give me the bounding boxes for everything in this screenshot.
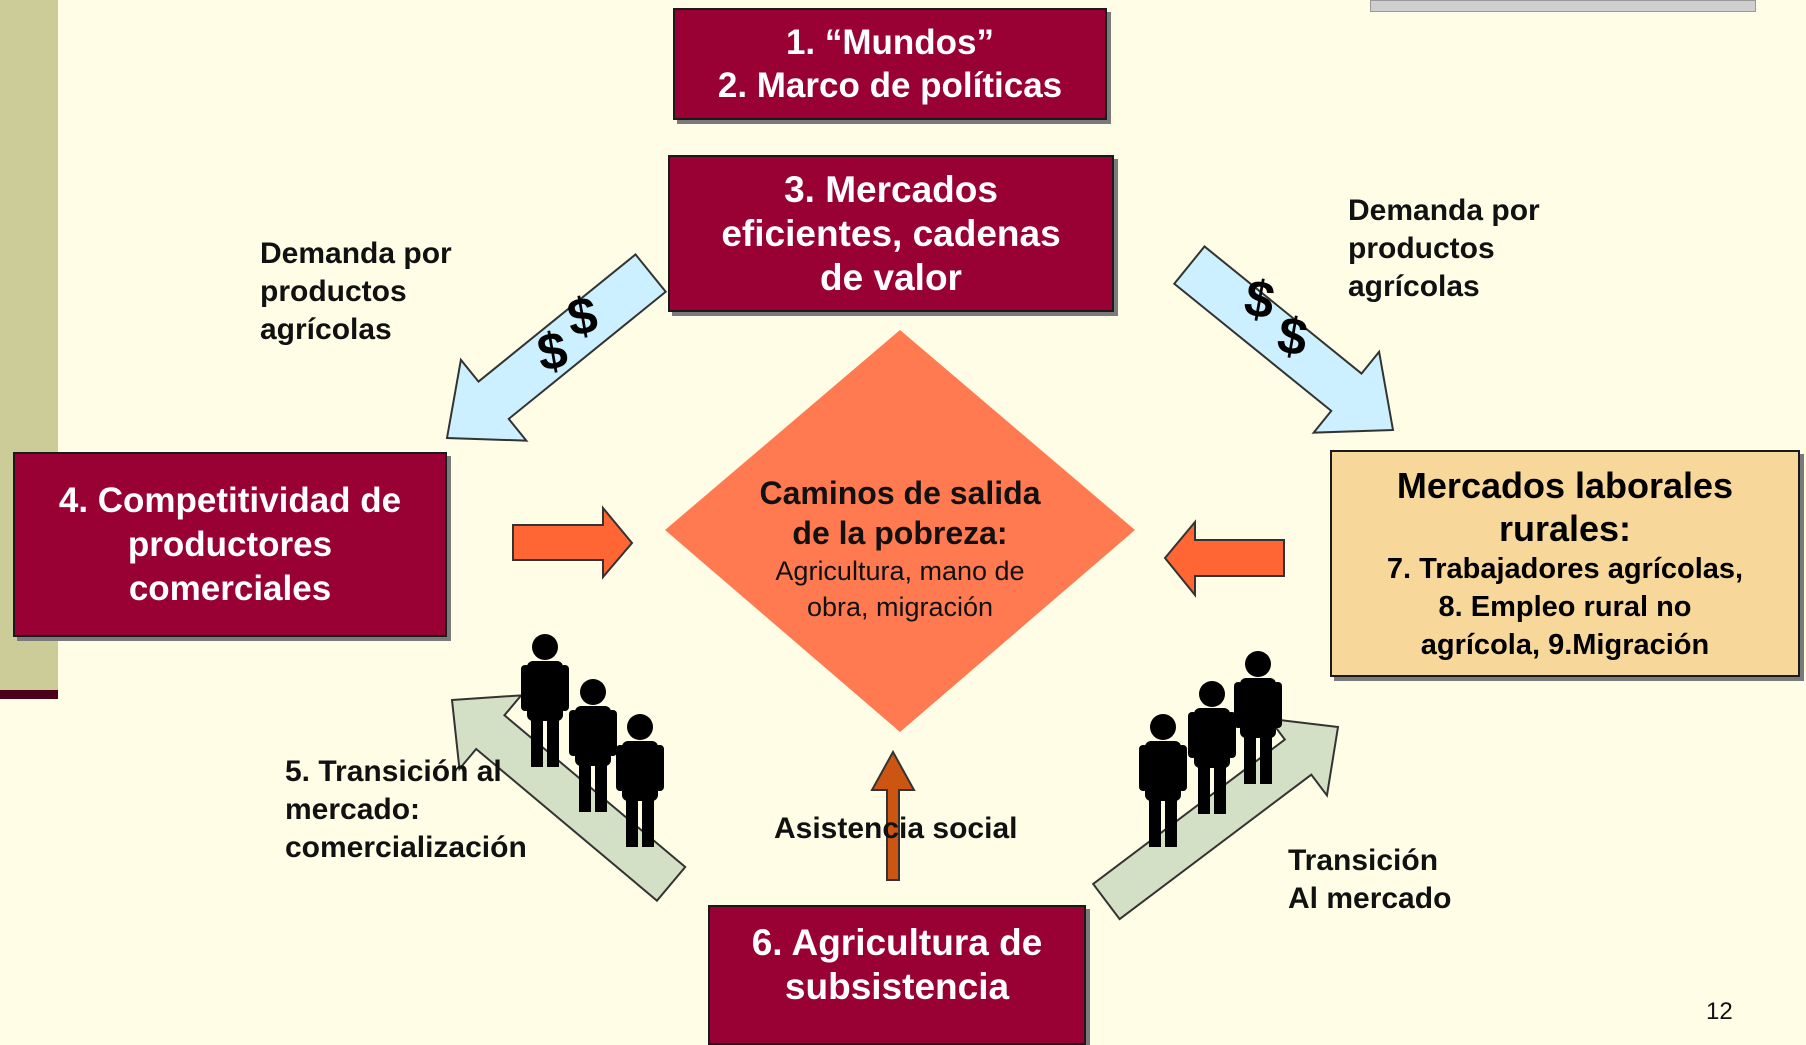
center-diamond bbox=[665, 330, 1135, 732]
page-number: 12 bbox=[1706, 998, 1733, 1025]
box-line: 2. Marco de políticas bbox=[717, 66, 1063, 105]
title-tab-fragment bbox=[1370, 0, 1756, 12]
label-line: 5. Transición al bbox=[285, 755, 502, 788]
center-subtitle: Agricultura, mano de bbox=[775, 556, 1025, 586]
rural-labor-markets-box: Mercados laborales rurales: 7. Trabajado… bbox=[1330, 450, 1800, 677]
label-line: Al mercado bbox=[1288, 882, 1452, 915]
label-line: agrícolas bbox=[1348, 270, 1480, 303]
label-line: productos bbox=[1348, 232, 1495, 265]
box-line: de valor bbox=[820, 256, 962, 298]
box-line: productores bbox=[127, 524, 333, 564]
demand-label-left: Demanda por productos agrícolas bbox=[260, 235, 452, 349]
demand-label-right: Demanda por productos agrícolas bbox=[1348, 192, 1540, 306]
box-line: 7. Trabajadores agrícolas, bbox=[1386, 552, 1744, 585]
label-line: agrícolas bbox=[260, 313, 392, 346]
box-line: 4. Competitividad de bbox=[58, 480, 402, 520]
box-line: rurales: bbox=[1498, 507, 1632, 549]
efficient-markets-box: 3. Mercados eficientes, cadenas de valor bbox=[668, 155, 1114, 312]
center-subtitle: obra, migración bbox=[806, 592, 994, 622]
box-line: comerciales bbox=[128, 568, 332, 608]
box-line: Mercados laborales bbox=[1396, 464, 1734, 506]
poverty-exit-text: Caminos de salida de la pobreza: Agricul… bbox=[700, 473, 1100, 625]
box-line: agrícola, 9.Migración bbox=[1420, 628, 1710, 661]
sidebar-underline bbox=[0, 690, 58, 699]
arrow-to-center-left bbox=[512, 505, 634, 580]
demand-arrow-left bbox=[445, 253, 668, 442]
box-line: subsistencia bbox=[784, 966, 1010, 1007]
box-line: 6. Agricultura de bbox=[751, 922, 1043, 963]
label-line: productos bbox=[260, 275, 407, 308]
box-line: eficientes, cadenas bbox=[721, 212, 1061, 254]
box-line: 8. Empleo rural no bbox=[1438, 590, 1692, 623]
center-title: Caminos de salida bbox=[759, 475, 1041, 511]
center-title: de la pobreza: bbox=[792, 515, 1008, 551]
label-line: Demanda por bbox=[260, 237, 452, 270]
policy-framework-box: 1. “Mundos” 2. Marco de políticas bbox=[673, 8, 1107, 120]
demand-arrow-right bbox=[1172, 245, 1395, 434]
transition-arrow-left bbox=[450, 694, 687, 903]
arrow-to-center-right bbox=[1163, 519, 1285, 598]
transition-label-left: 5. Transición al mercado: comercializaci… bbox=[285, 753, 527, 867]
label-line: Transición bbox=[1288, 844, 1439, 877]
label-line: mercado: bbox=[285, 793, 421, 826]
subsistence-agriculture-box: 6. Agricultura de subsistencia bbox=[708, 905, 1086, 1045]
competitiveness-box: 4. Competitividad de productores comerci… bbox=[13, 452, 447, 637]
label-line: comercialización bbox=[285, 831, 527, 864]
social-assistance-label: Asistencia social bbox=[774, 812, 1018, 845]
social-arrow-up bbox=[870, 749, 916, 881]
transition-label-right: Transición Al mercado bbox=[1288, 842, 1451, 918]
box-line: 1. “Mundos” bbox=[785, 23, 995, 62]
label-line: Demanda por bbox=[1348, 194, 1540, 227]
box-line: 3. Mercados bbox=[784, 168, 998, 210]
